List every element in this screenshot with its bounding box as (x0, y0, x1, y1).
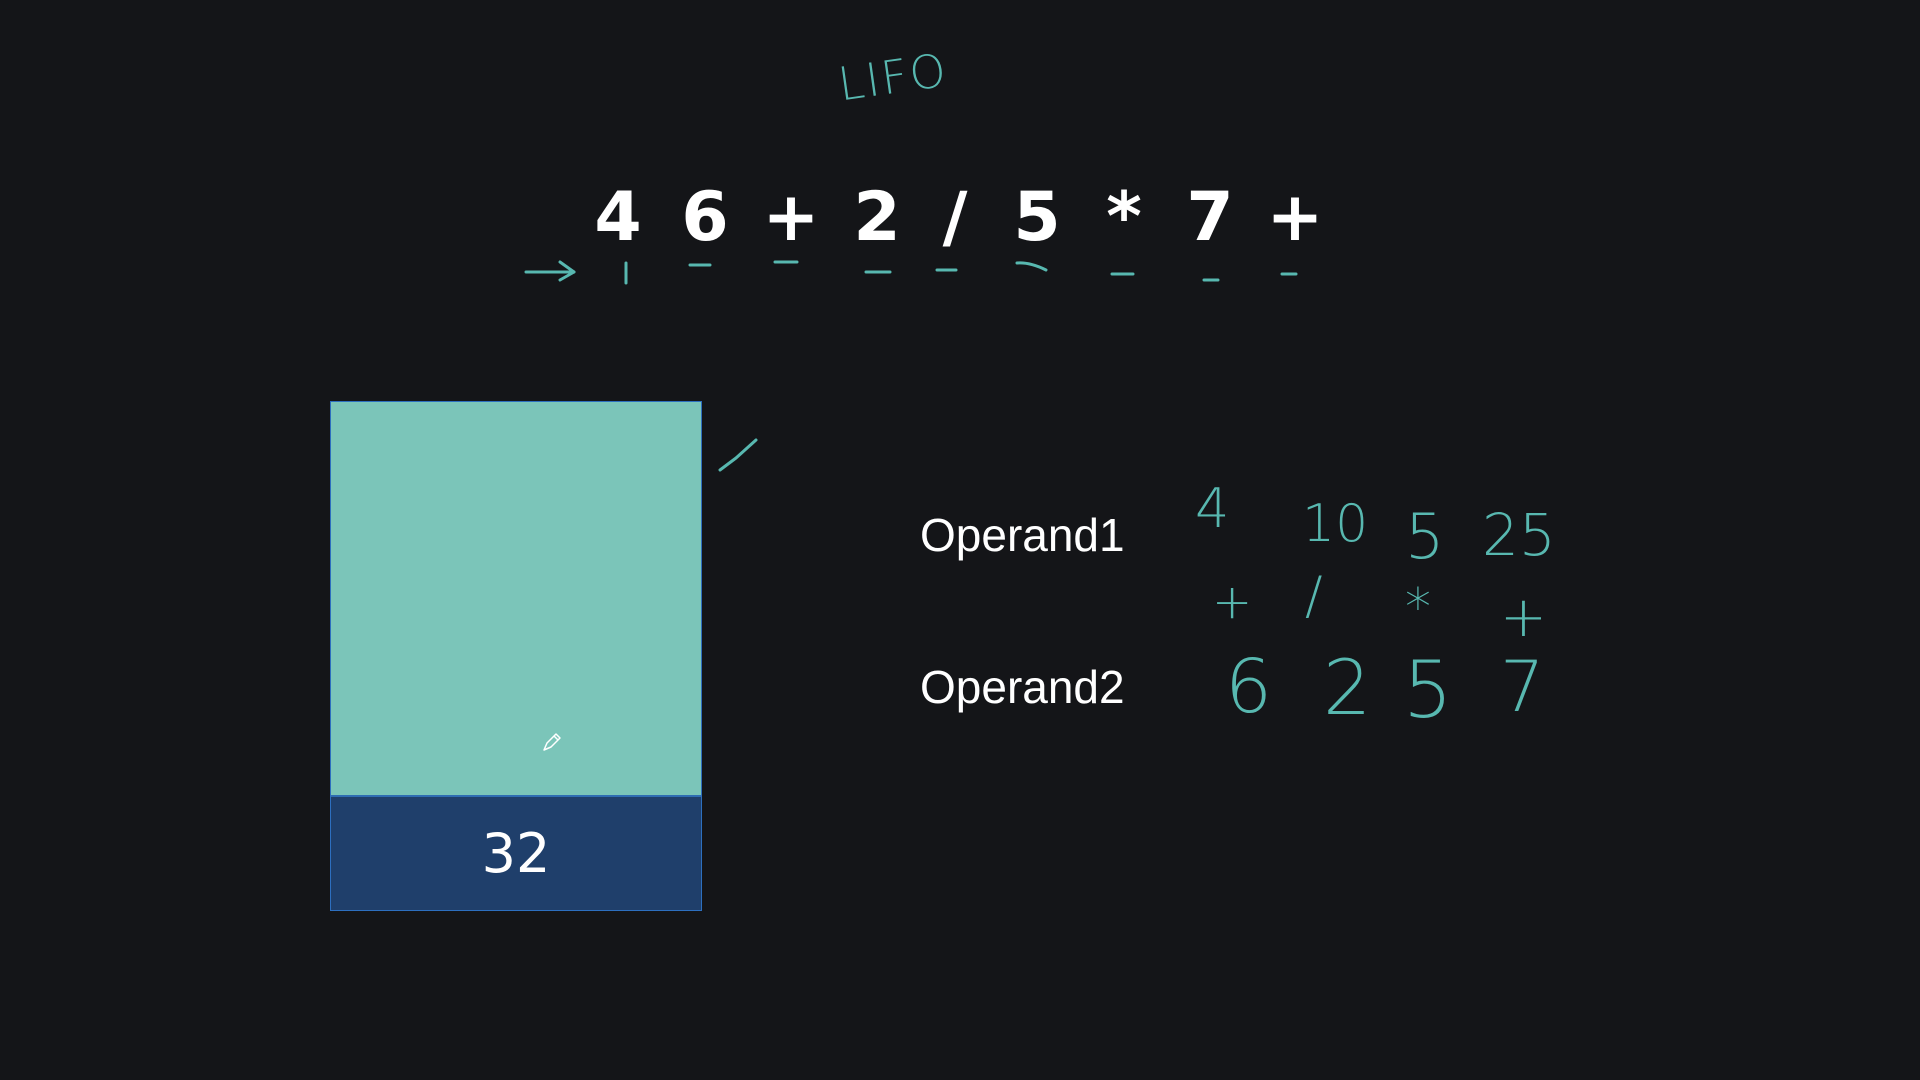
operator-value: + (1212, 574, 1253, 630)
check-mark (718, 438, 758, 472)
operand1-value: 25 (1482, 501, 1556, 569)
operator-value: + (1500, 585, 1547, 650)
token-mark (1015, 261, 1048, 272)
operand2-value: 2 (1323, 643, 1372, 732)
operand2-label: Operand2 (920, 661, 1125, 713)
arrow-icon (524, 260, 576, 282)
stack-top-cell: 32 (331, 795, 701, 910)
operand1-value: 5 (1405, 500, 1445, 573)
expression-token: 6 (681, 178, 729, 257)
operator-value: / (1305, 566, 1323, 626)
operand2-value: 7 (1500, 646, 1545, 728)
operand2-value: 5 (1403, 646, 1453, 736)
expression-token: 7 (1186, 178, 1234, 257)
expression-token: / (942, 178, 968, 257)
operand1-value: 4 (1195, 477, 1230, 540)
stack-container: 32 (330, 401, 702, 911)
expression-token: + (762, 178, 820, 257)
operand2-value: 6 (1225, 644, 1273, 730)
expression-token: 4 (594, 178, 642, 257)
pen-cursor-icon (543, 733, 561, 751)
operand1-value: 10 (1302, 494, 1369, 554)
expression-token: + (1266, 178, 1324, 257)
lifo-annotation: LIFO (834, 42, 952, 112)
operator-value: * (1405, 578, 1431, 638)
expression-token: * (1106, 178, 1142, 257)
expression-token: 5 (1013, 178, 1061, 257)
stack-top-value: 32 (481, 822, 551, 885)
expression-token: 2 (853, 178, 901, 257)
operand1-label: Operand1 (920, 509, 1125, 561)
